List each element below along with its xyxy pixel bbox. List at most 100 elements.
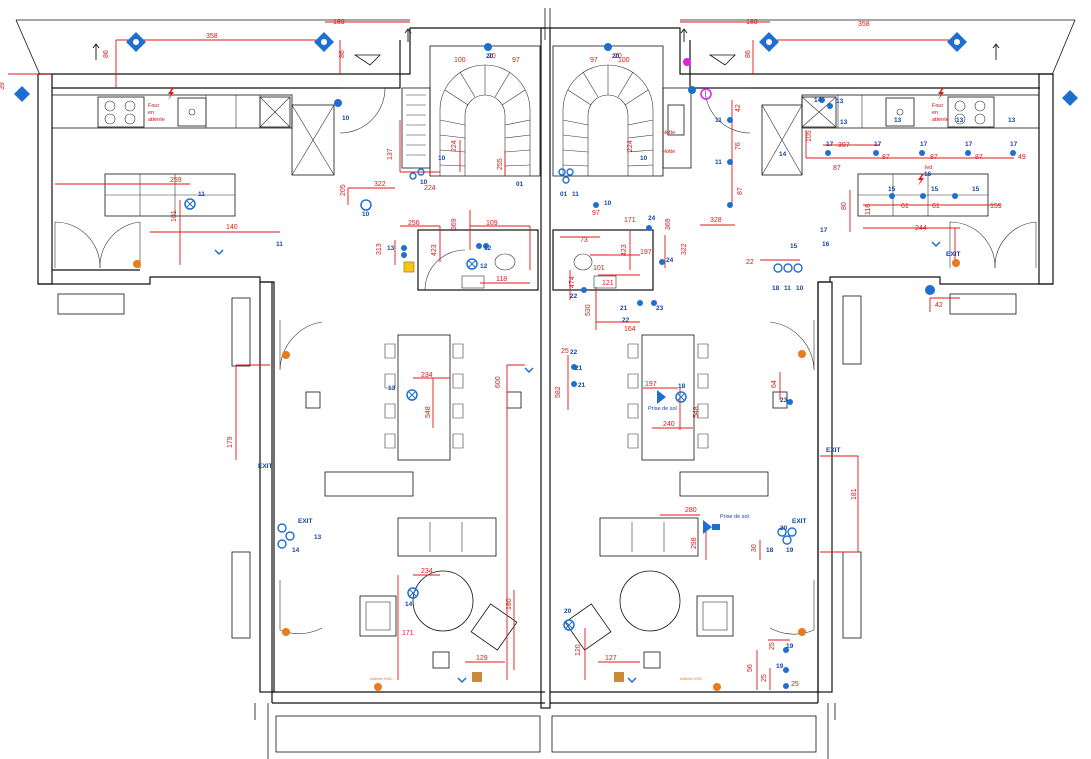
- dim-548-left: 548: [425, 406, 432, 418]
- n14-a: 14: [292, 547, 300, 554]
- dim-189-left: 189: [333, 19, 345, 26]
- left-kitchen: [51, 54, 386, 269]
- dim-42-b: 42: [935, 302, 943, 309]
- dim-100-left: 100: [454, 57, 466, 64]
- dim-280: 280: [685, 507, 697, 514]
- n14-b: 14: [405, 601, 413, 608]
- n18-b: 18: [772, 285, 780, 292]
- dim-397: 397: [838, 142, 850, 149]
- dim-224-b: 224: [424, 185, 436, 192]
- dim-64: 64: [771, 380, 778, 388]
- dim-80: 80: [841, 202, 848, 210]
- dim-181: 181: [851, 488, 858, 500]
- n11-e: 11: [715, 159, 722, 166]
- n17-d: 17: [965, 141, 973, 148]
- n20-a: 20: [564, 608, 572, 615]
- dim-73: 73: [580, 237, 588, 244]
- dim-179: 179: [227, 436, 234, 448]
- dim-129: 129: [476, 655, 488, 662]
- n16-b: 16: [822, 241, 830, 248]
- n10-e: 10: [604, 200, 612, 207]
- dim-61-a: 61: [901, 203, 909, 210]
- dim-105: 105: [806, 130, 813, 142]
- dim-240: 240: [663, 421, 675, 428]
- dim-87-v: 87: [737, 187, 744, 195]
- dim-358-left: 358: [206, 33, 218, 40]
- dim-423-right: 423: [621, 244, 628, 256]
- dim-369-right: 369: [665, 218, 672, 230]
- point-11-a: [184, 198, 196, 210]
- point-17-cluster: [825, 150, 1016, 156]
- n11-b: 11: [276, 241, 283, 248]
- dim-159: 159: [990, 203, 1002, 210]
- prise-de-sol-label-1: Prise de sol: [648, 406, 677, 412]
- dim-87-d: 87: [833, 165, 841, 172]
- dim-86-mid: 86: [339, 50, 346, 58]
- n23-a: 23: [656, 305, 664, 312]
- socket-cluster-left: [409, 168, 574, 184]
- n11-f: 11: [784, 285, 791, 292]
- dim-42: 42: [735, 104, 742, 112]
- n24-a: 24: [648, 215, 656, 222]
- n21-c: 21: [578, 382, 586, 389]
- n11-a: 11: [198, 191, 205, 198]
- right-staircase: [552, 45, 692, 177]
- four-label-left-3: attente: [148, 117, 165, 123]
- n22-c: 22: [570, 349, 578, 356]
- arrow-marks: [92, 28, 1000, 60]
- n10-f: 10: [640, 155, 648, 162]
- dim-255: 255: [497, 158, 504, 170]
- point-10-a: [360, 199, 372, 211]
- n16-a: 16: [924, 171, 932, 178]
- dim-76: 76: [735, 142, 742, 150]
- socket-cluster-living-right: [777, 527, 797, 545]
- dim-87-b: 87: [930, 154, 938, 161]
- n22-b: 22: [622, 317, 630, 324]
- dim-56: 56: [747, 664, 754, 672]
- n13-f: 13: [894, 117, 902, 124]
- exit-label-5: EXIT: [946, 251, 960, 258]
- hotte-label-2: Hotte: [662, 149, 675, 155]
- exit-label-1: EXIT: [258, 463, 272, 470]
- dim-298: 298: [691, 537, 698, 549]
- dim-259: 259: [170, 177, 182, 184]
- point-12-a: [466, 258, 478, 270]
- dim-328: 328: [710, 217, 722, 224]
- ceiling-light-4: [947, 32, 967, 52]
- bolt-icon-right: [938, 88, 944, 100]
- four-label-right-2: en: [932, 110, 938, 116]
- dim-256: 256: [408, 220, 420, 227]
- n23-b: 23: [780, 397, 788, 404]
- annotation-labels: Four en attente Four en attente Hotte Ho…: [148, 103, 960, 681]
- exit-label-3: EXIT: [792, 518, 806, 525]
- dim-197-b: 197: [645, 381, 657, 388]
- n19-a: 19: [786, 547, 794, 554]
- four-label-left-2: en: [148, 110, 154, 116]
- dim-164: 164: [624, 326, 636, 333]
- dim-171-right: 171: [624, 217, 636, 224]
- dim-118: 118: [496, 276, 507, 283]
- n18-a: 18: [678, 383, 686, 390]
- point-14-a: [407, 587, 419, 599]
- dim-369-left: 369: [451, 218, 458, 230]
- n13-h: 13: [1008, 117, 1016, 124]
- small-dots: [581, 117, 789, 689]
- dim-25-b: 25: [769, 642, 776, 650]
- n22-a: 22: [570, 293, 578, 300]
- dim-140: 140: [226, 224, 238, 231]
- dim-120: 120: [575, 644, 582, 656]
- dim-548-right: 548: [693, 406, 700, 418]
- point-13-a: [406, 389, 418, 401]
- right-kitchen: [704, 54, 1040, 269]
- dim-109: 109: [486, 220, 498, 227]
- dim-171-left: 171: [402, 630, 414, 637]
- dim-25-d: 25: [791, 681, 799, 688]
- four-label-right-3: attente: [932, 117, 949, 123]
- dim-39: 39: [0, 82, 6, 90]
- n20-b: 20: [780, 525, 788, 532]
- dim-224-a: 224: [451, 140, 458, 152]
- dim-97-right: 97: [590, 57, 598, 64]
- dim-224-c: 224: [627, 140, 634, 152]
- n20-c: 20: [486, 53, 494, 60]
